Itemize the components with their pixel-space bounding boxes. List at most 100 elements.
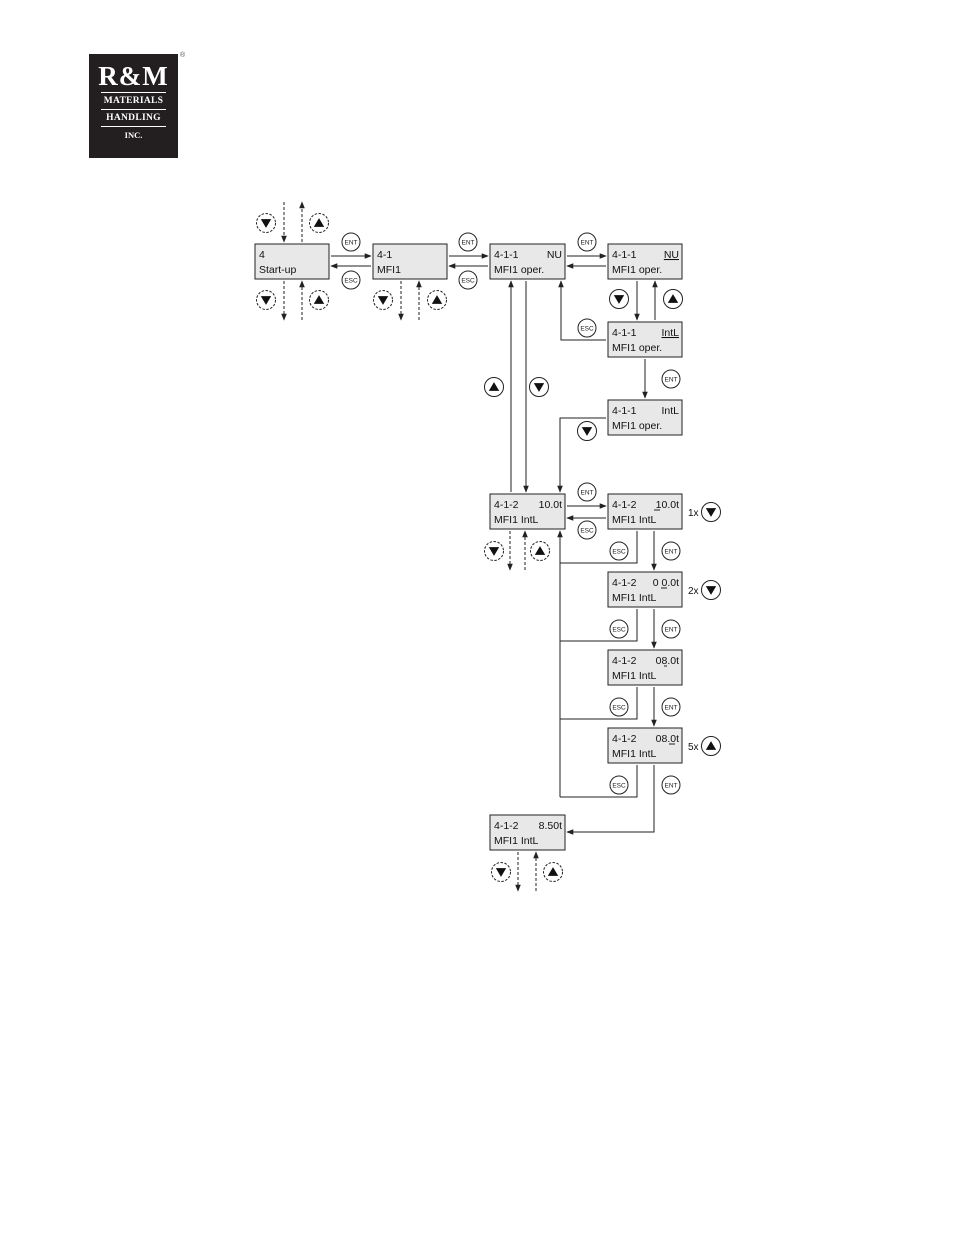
esc-button-icon: ESC (609, 541, 629, 561)
display-4-start-up: 4 Start-up (254, 243, 330, 280)
display-4-1-2-10t: 4-1-2 10.0t MFI1 IntL (489, 493, 566, 530)
down-arrow-button-icon (529, 377, 549, 397)
display-line2: MFI1 oper. (612, 420, 662, 432)
svg-text:ESC: ESC (612, 704, 626, 711)
display-value: 08.0t (656, 733, 679, 745)
svg-text:ESC: ESC (612, 548, 626, 555)
ent-button-icon: ENT (661, 541, 681, 561)
display-line2: MFI1 IntL (612, 514, 657, 526)
up-arrow-button-icon (309, 290, 329, 310)
down-arrow-button-icon (256, 213, 276, 233)
display-value: 0 0.0t (653, 577, 679, 589)
esc-branch (560, 687, 638, 720)
display-value: IntL (661, 327, 679, 339)
display-4-1-2-10t-edit: 4-1-2 10.0t MFI1 IntL (607, 493, 683, 530)
svg-text:ESC: ESC (580, 527, 594, 534)
display-line2: MFI1 IntL (494, 514, 539, 526)
ent-button-icon: ENT (661, 697, 681, 717)
svg-text:ENT: ENT (665, 782, 678, 789)
svg-text:ENT: ENT (462, 239, 475, 246)
display-4-1-2-8-50t: 4-1-2 8.50t MFI1 IntL (489, 814, 566, 851)
display-value: 10.0t (656, 499, 679, 511)
display-line1: 4-1-2 (494, 499, 519, 511)
esc-branch (560, 609, 638, 642)
display-4-1-1-intl: 4-1-1 IntL MFI1 oper. (607, 399, 683, 436)
svg-text:ENT: ENT (581, 489, 594, 496)
display-line1: 4-1-2 (494, 820, 519, 832)
multiplier-label: 1x (688, 508, 699, 519)
esc-button-icon: ESC (609, 619, 629, 639)
svg-text:ENT: ENT (581, 239, 594, 246)
display-4-1-1-nu: 4-1-1 NU MFI1 oper. (489, 243, 566, 280)
down-arrow-button-icon (373, 290, 393, 310)
ent-button-icon: ENT (577, 482, 597, 502)
logo-rule (101, 126, 166, 127)
up-arrow-button-icon (543, 862, 563, 882)
svg-text:ESC: ESC (344, 277, 358, 284)
down-arrow-button-icon (491, 862, 511, 882)
down-arrow-button-icon (256, 290, 276, 310)
ent-button-icon: ENT (661, 619, 681, 639)
display-value: 08.0t (656, 655, 679, 667)
down-arrow-button-icon (701, 502, 721, 522)
display-value: 8.50t (539, 820, 562, 832)
up-arrow-button-icon (309, 213, 329, 233)
display-line1: 4-1-1 (612, 327, 637, 339)
arrow-down-next (557, 417, 606, 493)
display-line2: MFI1 oper. (612, 264, 662, 276)
down-arrow-button-icon (484, 541, 504, 561)
esc-button-icon: ESC (458, 270, 478, 290)
display-line2: MFI1 oper. (612, 342, 662, 354)
logo-rule (101, 92, 166, 93)
display-value: IntL (661, 405, 679, 417)
display-value: NU (664, 249, 679, 261)
display-line2: MFI1 IntL (612, 670, 657, 682)
rm-logo: R&M MATERIALS HANDLING INC. (89, 54, 178, 158)
multiplier-label: 2x (688, 586, 699, 597)
up-arrow-button-icon (701, 736, 721, 756)
ent-button-icon: ENT (661, 775, 681, 795)
display-line2: Start-up (259, 264, 297, 276)
esc-branch (560, 765, 638, 798)
up-arrow-button-icon (427, 290, 447, 310)
esc-branch (560, 531, 638, 564)
ent-button-icon: ENT (458, 232, 478, 252)
logo-rm: R&M (98, 61, 169, 91)
display-4-1-2-08t-edit: 4-1-2 08.0t MFI1 IntL (607, 649, 683, 686)
up-arrow-button-icon (663, 289, 683, 309)
display-line1: 4-1-2 (612, 733, 637, 745)
display-line2: MFI1 IntL (494, 835, 539, 847)
up-arrow-button-icon (530, 541, 550, 561)
display-line1: 4-1-2 (612, 499, 637, 511)
svg-text:ENT: ENT (665, 376, 678, 383)
ent-button-icon: ENT (577, 232, 597, 252)
svg-text:ESC: ESC (612, 782, 626, 789)
esc-button-icon: ESC (609, 697, 629, 717)
svg-text:ESC: ESC (580, 325, 594, 332)
display-line1: 4-1-2 (612, 577, 637, 589)
down-arrow-button-icon (609, 289, 629, 309)
down-arrow-button-icon (577, 421, 597, 441)
esc-button-icon: ESC (577, 318, 597, 338)
display-line2: MFI1 IntL (612, 592, 657, 604)
down-arrow-button-icon (701, 580, 721, 600)
display-line2: MFI1 oper. (494, 264, 544, 276)
svg-text:ENT: ENT (345, 239, 358, 246)
arrow-esc-return (558, 280, 606, 341)
registered-mark: ® (180, 52, 186, 59)
display-line1: 4-1-1 (612, 405, 637, 417)
logo-materials: MATERIALS (103, 96, 164, 106)
svg-text:ENT: ENT (665, 626, 678, 633)
up-arrow-button-icon (484, 377, 504, 397)
display-value: 10.0t (539, 499, 562, 511)
display-line1: 4-1-2 (612, 655, 637, 667)
display-4-1-2-00t-edit: 4-1-2 0 0.0t MFI1 IntL (607, 571, 683, 608)
logo-inc: INC. (124, 130, 143, 140)
svg-text:ENT: ENT (665, 548, 678, 555)
esc-button-icon: ESC (609, 775, 629, 795)
ent-button-icon: ENT (341, 232, 361, 252)
ent-button-icon: ENT (661, 369, 681, 389)
logo-rule (101, 109, 166, 110)
display-line2: MFI1 IntL (612, 748, 657, 760)
